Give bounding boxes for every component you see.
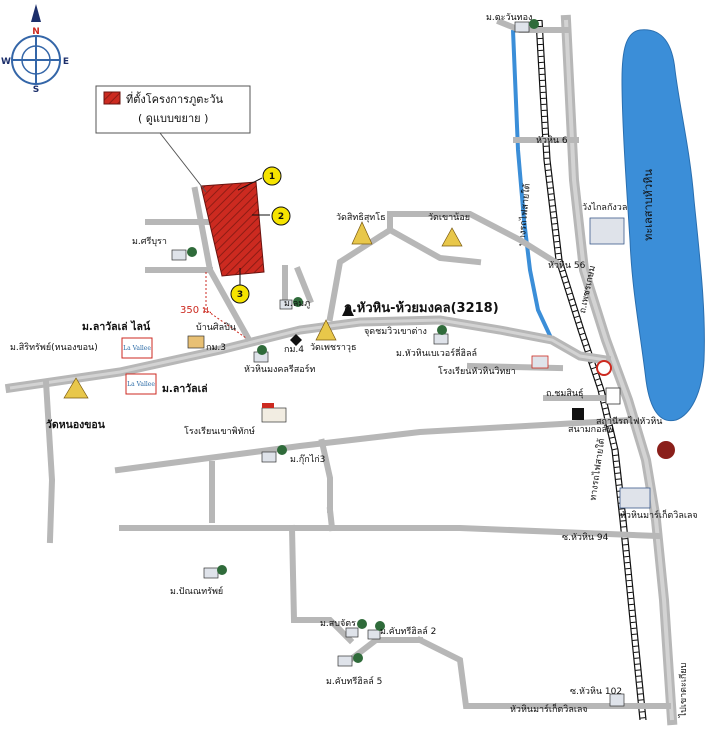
svg-text:3: 3 (237, 290, 243, 300)
label-m-sabuchat: ม.สบจัตร (320, 619, 356, 629)
school-huahin-icon (531, 355, 549, 369)
svg-text:La Vallee: La Vallee (123, 345, 151, 352)
legend-line2: ( ดูแบบขยาย ) (138, 112, 208, 125)
compass-rose: N S E W (1, 4, 69, 95)
label-wat-nongkhon: วัดหนองขอน (46, 419, 106, 431)
plot-marker-1: 1 (237, 166, 282, 191)
distance-label: 350 ม. (180, 305, 212, 316)
svg-text:2: 2 (278, 212, 284, 222)
school-icon (261, 403, 287, 423)
label-m-panatsap: ม.ปัณณทรัพย์ (170, 585, 223, 597)
label-soi-huahin6: หัวหิน 6 (536, 135, 568, 146)
compass-w: W (1, 57, 11, 67)
legend-line1: ที่ตั้งโครงการภูตะวัน (126, 91, 224, 106)
compass-n: N (32, 27, 40, 37)
palace-icon (589, 217, 625, 245)
label-wang: วังไกลกังวล (582, 202, 627, 213)
roundabout-sign-icon (596, 360, 612, 376)
label-m-tawanthong: ม.ตะวันทอง (486, 13, 532, 23)
label-m-sriburapha: ม.ศรีบุรา (132, 236, 167, 247)
golf-icon (572, 408, 584, 420)
lavalle-logo-2 (125, 373, 157, 395)
baan-silapin-icon (187, 335, 205, 349)
label-km4: กม.4 (284, 345, 304, 355)
label-m-sirichai: ม.สิริทรัพย์(หนองขอน) (10, 341, 98, 353)
km4-marker-icon (290, 334, 302, 346)
svg-text:La Vallee: La Vallee (127, 381, 155, 388)
lake-huahin (621, 29, 705, 422)
temple-icon (63, 221, 463, 399)
lavalle-logo-1 (121, 337, 153, 359)
label-lavalle-line: ม.ลาวัลเล่ ไลน์ (82, 320, 151, 333)
plot-marker-2: 2 (252, 206, 291, 226)
project-plot (200, 181, 265, 277)
label-soi-huahin94: ซ.หัวหิน 94 (562, 532, 609, 543)
label-m-lavalle: ม.ลาวัลเล่ (162, 383, 208, 395)
label-market-village: หัวหินมาร์เก็ตวิลเลจ (620, 508, 698, 521)
market-icon (619, 487, 651, 509)
label-soi-chomsin: ถ.ชมสินธุ์ (546, 387, 584, 399)
label-soi-huahin56: หัวหิน 56 (548, 260, 586, 271)
plot-marker-3: 3 (230, 268, 250, 304)
rail-label-1: ทางรถไฟสายใต้ (516, 183, 532, 246)
label-golf: สนามกอล์ฟ (568, 423, 613, 435)
label-viewpoint: จุดชมวิวเขาต่าง (364, 326, 427, 337)
rail-label-2: ทางรถไฟสายใต้ (588, 438, 608, 502)
lake-label: ทะเลสาบหัวหิน (642, 169, 655, 241)
svg-text:1: 1 (269, 172, 275, 182)
railway (535, 19, 647, 721)
label-huahin-mongkol: หัวหินมงคลรีสอร์ท (244, 363, 316, 375)
label-market-village-2: หัวหินมาร์เก็ตวิลเลจ (510, 702, 588, 715)
main-road-label: ถ.หัวหิน-ห้วยมงคล(3218) (344, 300, 499, 316)
village-icon (171, 19, 625, 707)
label-m-kukkai: ม.กุ๊กไก่3 (290, 454, 325, 465)
label-m-lamphu: ม.ลมภู (284, 299, 310, 309)
label-school-khaophitak: โรงเรียนเขาพิทักษ์ (184, 425, 255, 437)
label-km3: กม.3 (206, 343, 226, 353)
label-m-kapsirisil5: ม.คับทรีฮิลล์ 5 (326, 675, 382, 687)
viewpoint-icon (342, 304, 354, 316)
hotel-sign-icon (657, 441, 675, 459)
distance-line (205, 272, 247, 339)
label-school-huahin: โรงเรียนหัวหินวิทยา (438, 366, 516, 377)
label-m-kapsirisil2: ม.คับทรีฮิลล์ 2 (380, 625, 436, 637)
label-m-huahin-belle: ม.หัวหินเบเวอร์ลี่ฮิลล์ (396, 346, 477, 359)
label-wat-sitthi: วัดสิทธิสุทโธ (336, 212, 386, 223)
label-baan-silapin: บ้านศิลปิน (196, 322, 236, 333)
road-network (4, 18, 671, 709)
legend-box: ที่ตั้งโครงการภูตะวัน ( ดูแบบขยาย ) (95, 85, 251, 193)
compass-s: S (33, 85, 39, 95)
label-wat-khao-noi: วัดเขาน้อย (428, 212, 470, 223)
label-soi-huahin102: ซ.หัวหิน 102 (570, 686, 622, 697)
legend-swatch (103, 91, 121, 105)
compass-e: E (63, 57, 69, 67)
label-wat-phetcharat: วัดเพชราวุธ (310, 343, 356, 353)
label-station: สถานีรถไฟหัวหิน (596, 416, 662, 427)
station-icon (605, 387, 621, 405)
label-khao-takiap: ไปเขาตะเกียบ (678, 662, 689, 718)
